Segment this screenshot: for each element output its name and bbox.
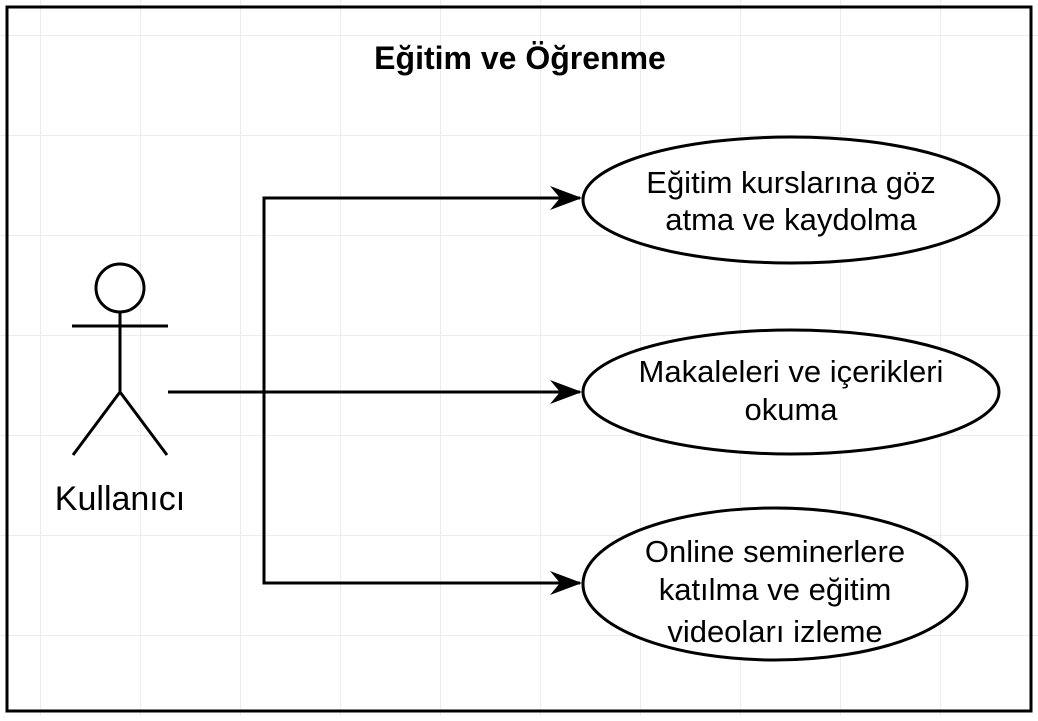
use-case-3-line-3: videoları izleme	[667, 614, 882, 649]
system-boundary	[5, 5, 1033, 713]
use-case-2: Makaleleri ve içerikleri okuma	[581, 328, 1001, 456]
connector-usecase-1	[168, 186, 582, 394]
use-case-3-line-1: Online seminerlere	[645, 534, 905, 569]
use-case-3-line-2: katılma ve eğitim	[659, 572, 892, 607]
actor-left-leg	[71, 391, 122, 456]
connector-usecase-3	[262, 392, 582, 595]
use-case-1: Eğitim kurslarına göz atma ve kaydolma	[581, 135, 1001, 265]
actor-right-leg	[118, 391, 169, 456]
use-case-1-line-1: Eğitim kurslarına göz	[646, 165, 935, 200]
actor-head	[94, 262, 146, 314]
actor-figure	[71, 262, 169, 456]
use-case-3-ellipse	[581, 506, 969, 662]
use-case-3: Online seminerlere katılma ve eğitim vid…	[581, 506, 969, 662]
use-case-2-line-2: okuma	[744, 392, 838, 427]
use-case-2-line-1: Makaleleri ve içerikleri	[639, 354, 944, 389]
actor-label: Kullanıcı	[55, 480, 185, 518]
system-title: Eğitim ve Öğrenme	[374, 40, 666, 76]
use-case-1-line-2: atma ve kaydolma	[665, 202, 917, 237]
use-case-1-ellipse	[581, 135, 1001, 265]
use-case-2-ellipse	[581, 328, 1001, 456]
